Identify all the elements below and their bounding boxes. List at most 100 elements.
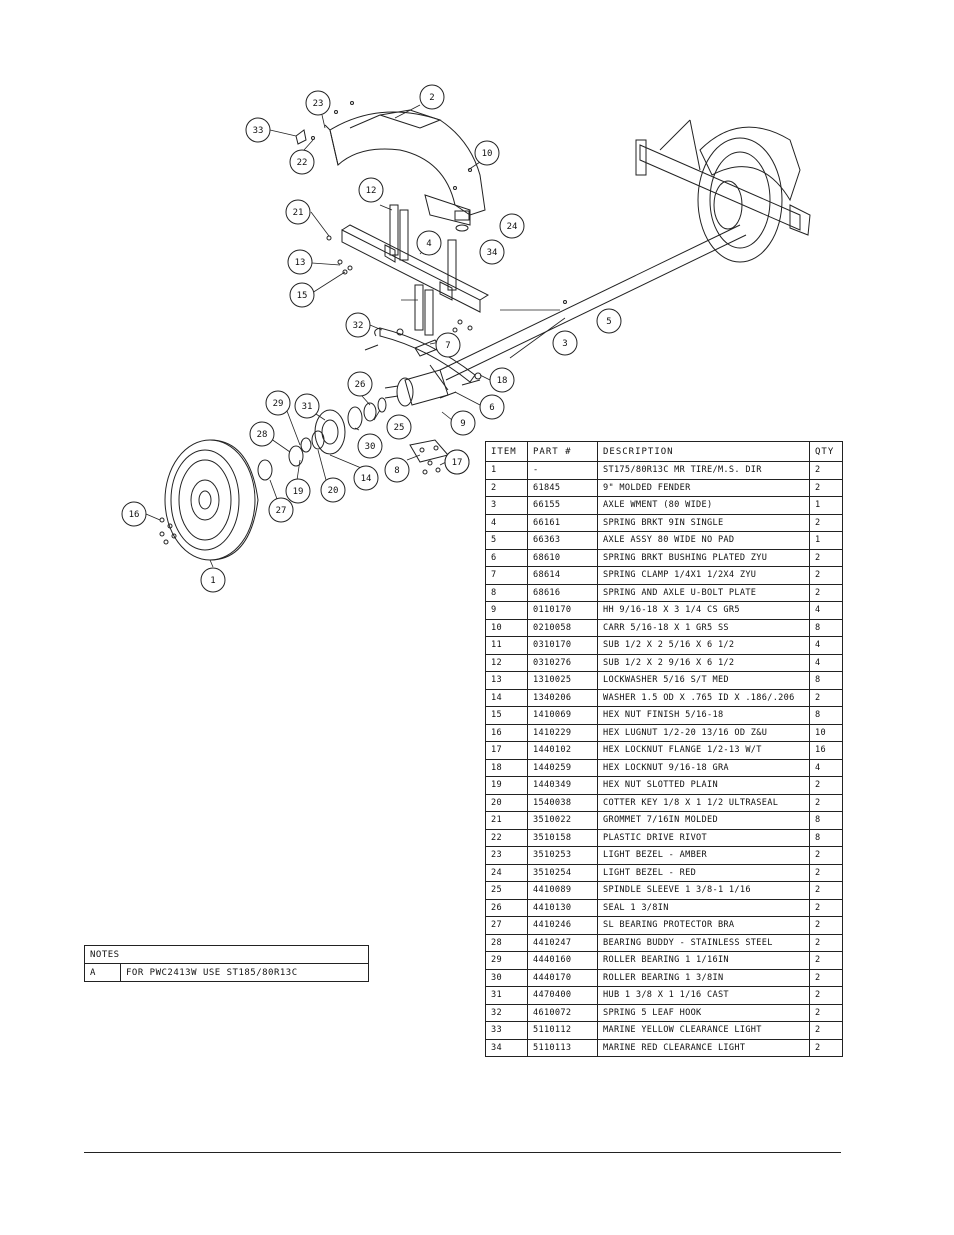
cell-part: 4410089 (527, 881, 598, 900)
cell-qty: 2 (809, 461, 843, 480)
cell-item: 34 (485, 1038, 528, 1057)
cell-description: SL BEARING PROTECTOR BRA (597, 916, 810, 935)
svg-text:20: 20 (328, 486, 339, 496)
svg-text:19: 19 (293, 487, 304, 497)
cell-item: 4 (485, 513, 528, 532)
cell-item: 6 (485, 548, 528, 567)
callout-2: 2 (419, 84, 445, 110)
cell-qty: 2 (809, 566, 843, 585)
cell-part: 1310025 (527, 671, 598, 690)
cell-description: SUB 1/2 X 2 9/16 X 6 1/2 (597, 653, 810, 672)
cell-item: 15 (485, 706, 528, 725)
cell-item: 13 (485, 671, 528, 690)
cell-description: SPRING CLAMP 1/4X1 1/2X4 ZYU (597, 566, 810, 585)
cell-qty: 4 (809, 758, 843, 777)
svg-text:28: 28 (257, 430, 268, 440)
cell-qty: 4 (809, 636, 843, 655)
cell-item: 30 (485, 968, 528, 987)
cell-qty: 8 (809, 671, 843, 690)
svg-text:14: 14 (361, 474, 372, 484)
callout-1: 1 (200, 567, 226, 593)
svg-text:9: 9 (460, 419, 465, 429)
cell-description: HUB 1 3/8 X 1 1/16 CAST (597, 986, 810, 1005)
cell-item: 26 (485, 898, 528, 917)
callout-8: 8 (384, 457, 410, 483)
cell-qty: 8 (809, 706, 843, 725)
cell-part: 0310276 (527, 653, 598, 672)
cell-qty: 2 (809, 986, 843, 1005)
notes-table: NOTES A FOR PWC2413W USE ST185/80R13C (84, 945, 369, 982)
cell-description: SPRING BRKT BUSHING PLATED ZYU (597, 548, 810, 567)
cell-part: 1540038 (527, 793, 598, 812)
cell-qty: 2 (809, 688, 843, 707)
svg-text:25: 25 (394, 423, 405, 433)
cell-qty: 8 (809, 811, 843, 830)
svg-text:3: 3 (562, 339, 567, 349)
note-key: A (84, 963, 121, 982)
notes-row: A FOR PWC2413W USE ST185/80R13C (84, 963, 369, 982)
cell-qty: 1 (809, 496, 843, 515)
svg-text:16: 16 (129, 510, 140, 520)
cell-item: 24 (485, 863, 528, 882)
callout-34: 34 (479, 239, 505, 265)
cell-qty: 2 (809, 478, 843, 497)
cell-part: 0310170 (527, 636, 598, 655)
cell-qty: 2 (809, 863, 843, 882)
cell-part: 5110113 (527, 1038, 598, 1057)
callout-balloons: 1 2 3 4 5 6 7 8 9 10 11 12 13 14 15 16 1… (121, 84, 622, 593)
callout-22: 22 (289, 149, 315, 175)
cell-description: HEX LOCKNUT 9/16-18 GRA (597, 758, 810, 777)
cell-part: 1440349 (527, 776, 598, 795)
svg-text:34: 34 (487, 248, 498, 258)
clearance-lights (295, 101, 472, 232)
cell-qty: 2 (809, 898, 843, 917)
cell-item: 3 (485, 496, 528, 515)
header-description: DESCRIPTION (597, 441, 810, 462)
callout-9: 9 (450, 410, 476, 436)
cell-item: 28 (485, 933, 528, 952)
svg-text:21: 21 (293, 208, 304, 218)
callout-27: 27 (268, 497, 294, 523)
cell-description: SPRING BRKT 9IN SINGLE (597, 513, 810, 532)
callout-28: 28 (249, 421, 275, 447)
cell-part: 4410247 (527, 933, 598, 952)
cell-item: 1 (485, 461, 528, 480)
cell-description: ROLLER BEARING 1 3/8IN (597, 968, 810, 987)
cell-qty: 2 (809, 513, 843, 532)
parts-table: ITEM PART # DESCRIPTION QTY 1-ST175/80R1… (485, 441, 843, 1057)
cell-description: LIGHT BEZEL - AMBER (597, 846, 810, 865)
cell-item: 11 (485, 636, 528, 655)
cell-qty: 2 (809, 1038, 843, 1057)
callout-5: 5 (596, 308, 622, 334)
cell-part: 4610072 (527, 1003, 598, 1022)
notes-header: NOTES (84, 945, 369, 964)
cell-qty: 2 (809, 583, 843, 602)
cell-description: HH 9/16-18 X 3 1/4 CS GR5 (597, 601, 810, 620)
callout-26: 26 (347, 371, 373, 397)
cell-part: 3510254 (527, 863, 598, 882)
callout-32: 32 (345, 312, 371, 338)
svg-text:7: 7 (445, 341, 450, 351)
cell-part: 4470400 (527, 986, 598, 1005)
svg-text:31: 31 (302, 402, 313, 412)
callout-24: 24 (499, 213, 525, 239)
svg-text:1: 1 (210, 576, 215, 586)
cell-part: - (527, 461, 598, 480)
svg-text:12: 12 (366, 186, 377, 196)
cell-description: AXLE ASSY 80 WIDE NO PAD (597, 531, 810, 550)
cell-part: 5110112 (527, 1021, 598, 1040)
svg-text:10: 10 (482, 149, 493, 159)
cell-qty: 16 (809, 741, 843, 760)
